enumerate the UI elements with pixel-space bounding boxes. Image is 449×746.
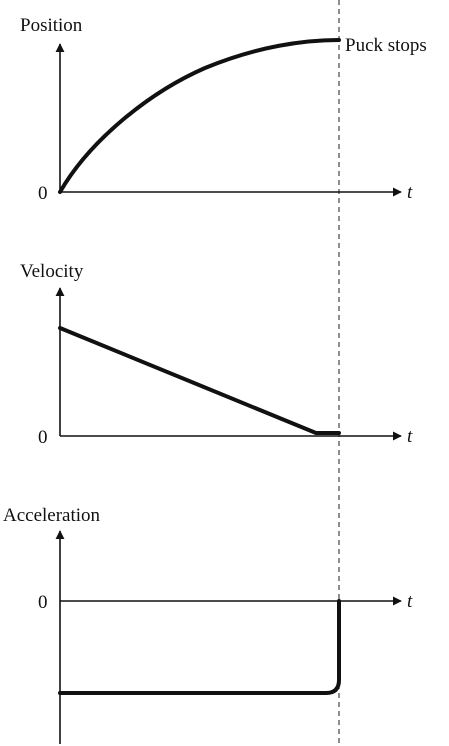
acceleration-zero-tick: 0	[38, 592, 48, 613]
position-axis-label: Position	[20, 15, 83, 36]
position-curve	[58, 38, 341, 194]
velocity-curve	[58, 326, 341, 435]
position-graph: Position 0 t Puck stops	[20, 15, 427, 204]
acceleration-axis-label: Acceleration	[3, 505, 101, 526]
position-zero-tick: 0	[38, 183, 48, 204]
acceleration-graph: Acceleration 0 t	[3, 505, 413, 744]
velocity-t-label: t	[407, 426, 413, 447]
acceleration-t-label: t	[407, 591, 413, 612]
velocity-zero-tick: 0	[38, 427, 48, 448]
velocity-axis-label: Velocity	[20, 261, 84, 282]
acceleration-curve	[58, 599, 341, 695]
position-t-label: t	[407, 182, 413, 203]
velocity-graph: Velocity 0 t	[20, 261, 413, 448]
puck-stops-annotation: Puck stops	[345, 35, 427, 56]
